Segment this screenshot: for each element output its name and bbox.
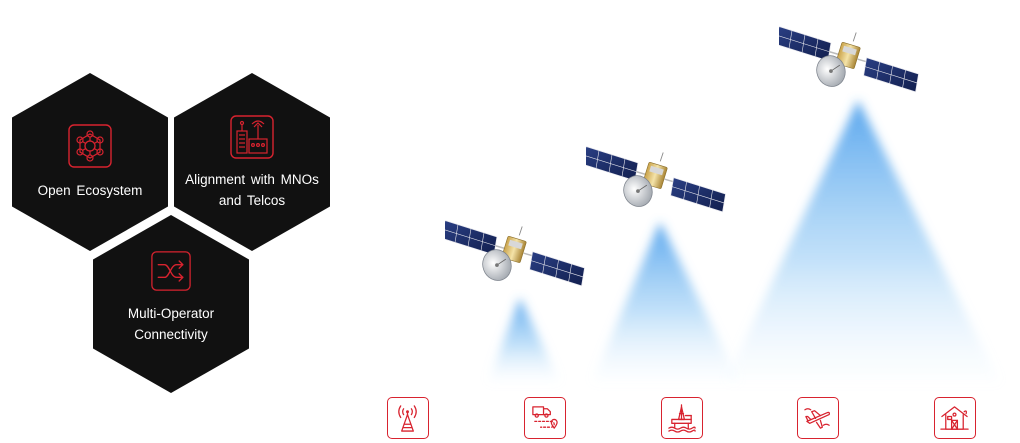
satellite-small [445,219,586,287]
hex-open-ecosystem: Open Ecosystem [12,73,168,251]
satellite-medium [586,145,727,213]
beam-medium [592,222,740,382]
telco-building-icon [230,115,274,159]
hexagon-shape [12,73,168,251]
hex-alignment-mnos: Alignment with MNOs and Telcos [174,73,330,251]
rural-house-icon [940,406,969,430]
network-hub-icon [68,124,112,168]
satellite-large [779,25,920,93]
use-case-tile-delivery [524,397,566,439]
hex-label: Multi-Operator Connectivity [127,306,215,342]
delivery-truck-route-icon [532,406,558,429]
airplane-icon [804,408,830,429]
beam-large [725,100,1000,382]
cell-tower-icon [398,405,417,432]
use-case-tile-airplane [797,397,839,439]
hex-label: Alignment with MNOs and Telcos [185,172,319,208]
hex-label: Open Ecosystem [37,183,143,198]
shuffle-arrows-icon [151,251,191,291]
use-case-tile-rural-house [934,397,976,439]
beam-small [488,298,560,382]
use-case-tile-offshore [661,397,703,439]
hexagon-shape [174,73,330,251]
hex-multi-operator: Multi-Operator Connectivity [93,215,249,393]
offshore-rig-icon [668,404,696,433]
use-case-tile-cell-tower [387,397,429,439]
hexagon-shape [93,215,249,393]
